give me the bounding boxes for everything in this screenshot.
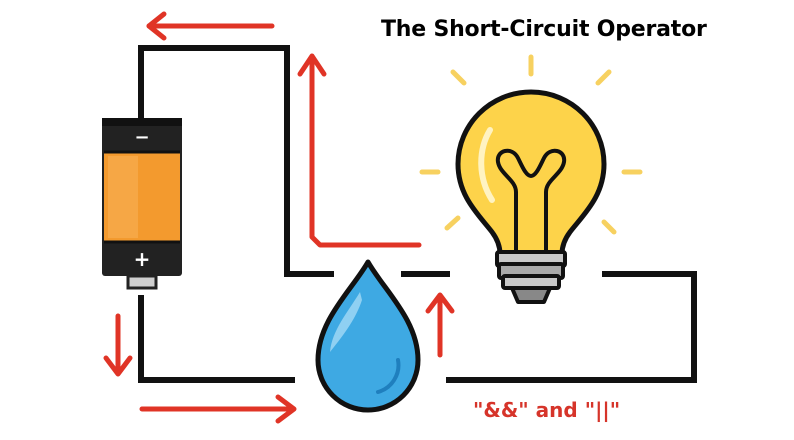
- light-bulb-icon: [419, 54, 643, 304]
- wire-top-left: [138, 45, 334, 277]
- water-drop-icon: [315, 259, 421, 413]
- arrow-icon: [425, 292, 455, 358]
- diagram-title: The Short-Circuit Operator: [381, 17, 707, 42]
- battery-positive-label: +: [134, 247, 151, 271]
- battery-negative-label: −: [134, 127, 149, 148]
- wire-bottom-left: [138, 295, 295, 383]
- operators-label: "&&" and "||": [473, 398, 621, 422]
- flow-arrows: [103, 11, 455, 424]
- circuit-wires: [138, 45, 697, 383]
- wire-right: [446, 271, 697, 383]
- arrow-icon: [297, 53, 422, 248]
- bulb-rays: [419, 54, 643, 235]
- arrow-icon: [139, 394, 297, 424]
- battery-icon: [102, 118, 182, 290]
- arrow-icon: [103, 313, 133, 377]
- arrow-icon: [146, 11, 275, 41]
